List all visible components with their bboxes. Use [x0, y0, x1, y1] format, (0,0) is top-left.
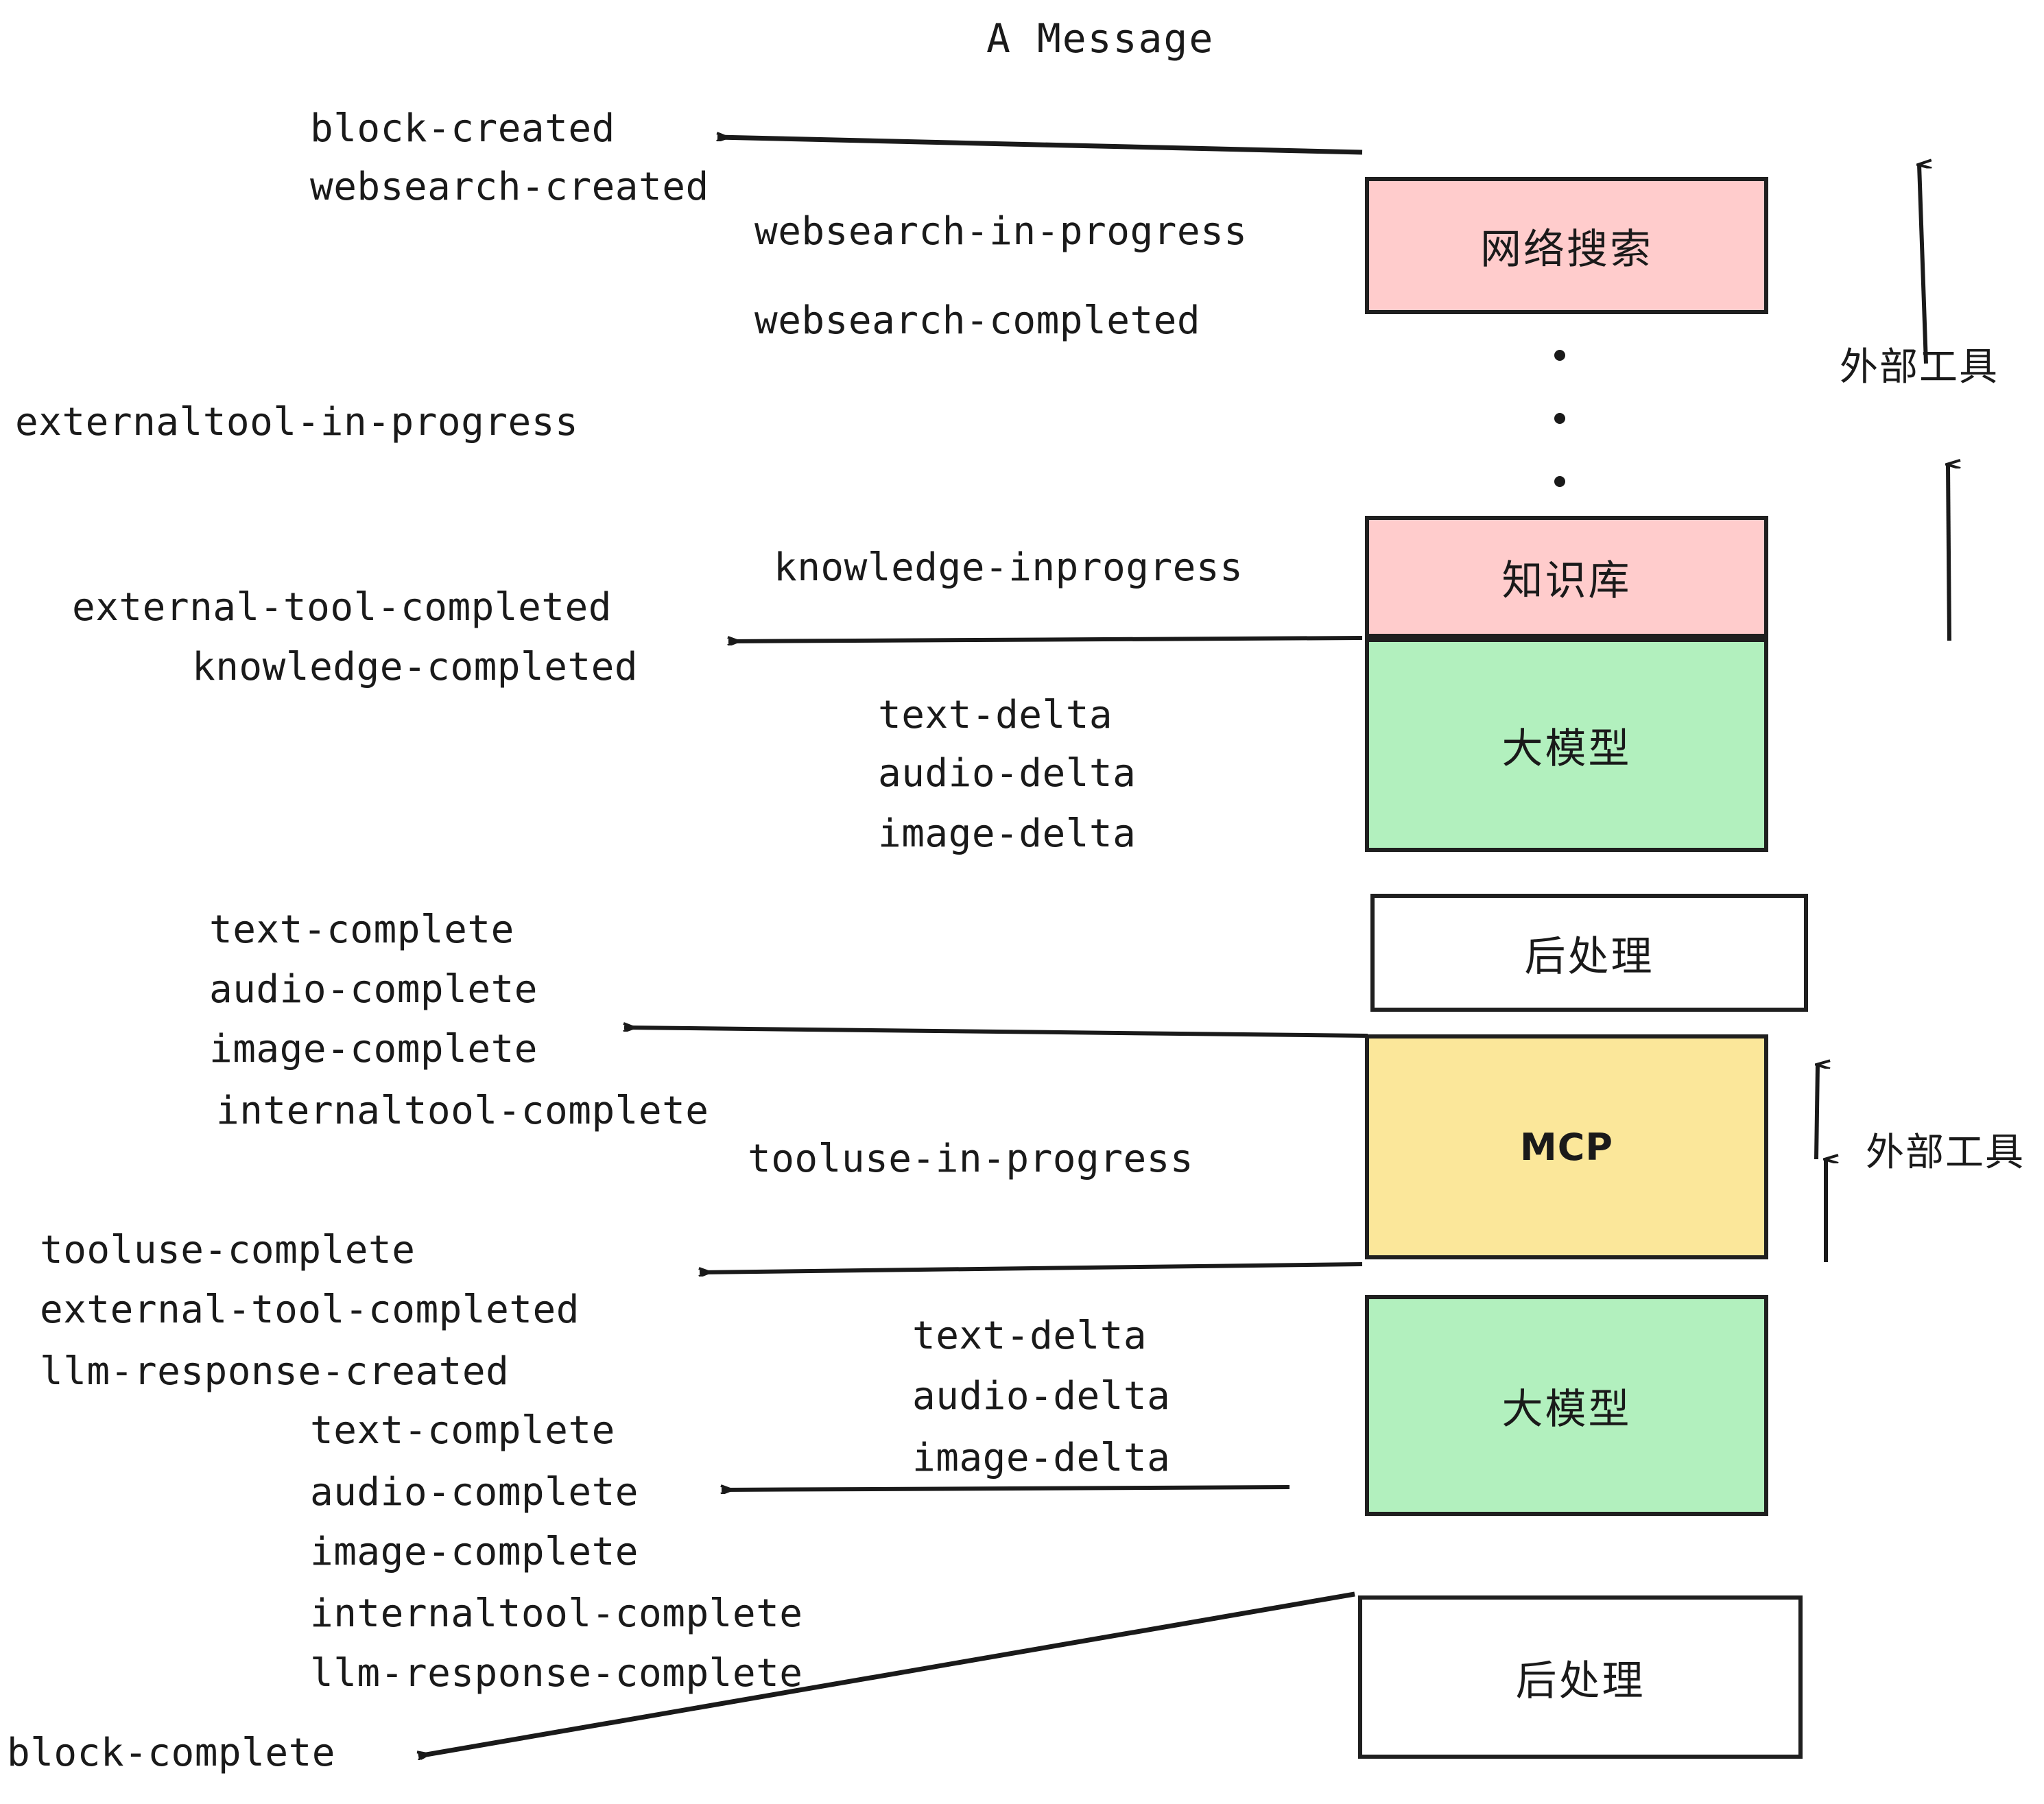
- event-label-image-delta-1: image-delta: [878, 811, 1137, 856]
- stage-box-label: 大模型: [1501, 724, 1632, 773]
- event-label-block-complete: block-complete: [7, 1731, 336, 1775]
- vertical-ellipsis-icon: [1554, 350, 1565, 487]
- arrow-knowledge-completed: [728, 636, 1363, 641]
- event-label-audio-delta-1: audio-delta: [878, 751, 1137, 796]
- stage-box-label: 知识库: [1501, 556, 1632, 605]
- stage-box-post-bottom[interactable]: 后处理: [1358, 1595, 1803, 1759]
- event-label-tooluse-in-progress: tooluse-in-progress: [748, 1137, 1194, 1181]
- event-label-external-tool-completed-1: external-tool-completed: [72, 585, 612, 630]
- bracket-external-tools-top-down: [1948, 464, 1949, 641]
- event-label-tooluse-complete: tooluse-complete: [40, 1228, 416, 1272]
- stage-box-llm-top[interactable]: 大模型: [1365, 638, 1768, 852]
- stage-box-knowledge[interactable]: 知识库: [1365, 516, 1768, 638]
- event-label-text-complete-1: text-complete: [209, 907, 514, 952]
- event-label-knowledge-inprogress: knowledge-inprogress: [774, 545, 1244, 590]
- bracket-external-tools-bottom-up: [1814, 1065, 1818, 1160]
- bracket-external-tools-top-up: [1919, 165, 1926, 364]
- event-label-websearch-completed: websearch-completed: [754, 298, 1201, 343]
- event-label-externaltool-in-progress: externaltool-in-progress: [15, 400, 579, 444]
- event-label-text-delta-2: text-delta: [912, 1314, 1148, 1358]
- event-label-websearch-created: websearch-created: [310, 165, 709, 209]
- stage-box-websearch[interactable]: 网络搜索: [1365, 177, 1768, 314]
- event-label-audio-delta-2: audio-delta: [912, 1374, 1171, 1419]
- event-label-image-complete-1: image-complete: [209, 1027, 538, 1071]
- event-label-audio-complete-2: audio-complete: [310, 1470, 639, 1515]
- arrow-tooluse-complete: [700, 1262, 1363, 1272]
- stage-box-label: 大模型: [1501, 1385, 1632, 1434]
- stage-box-llm-bottom[interactable]: 大模型: [1365, 1295, 1768, 1516]
- event-label-knowledge-completed: knowledge-completed: [192, 645, 639, 689]
- event-label-audio-complete-1: audio-complete: [209, 967, 538, 1012]
- event-label-websearch-in-progress: websearch-in-progress: [754, 209, 1248, 254]
- event-label-external-tool-completed-2: external-tool-completed: [40, 1287, 580, 1332]
- event-label-llm-response-complete: llm-response-complete: [310, 1651, 803, 1696]
- event-label-llm-response-created: llm-response-created: [40, 1349, 510, 1394]
- event-label-image-delta-2: image-delta: [912, 1436, 1171, 1480]
- page-title: A Message: [986, 15, 1215, 62]
- arrow-audio-complete-bottom: [722, 1487, 1290, 1490]
- stage-box-label: 后处理: [1515, 1657, 1645, 1705]
- bracket-label-external-tools-top: 外部工具: [1840, 345, 1999, 390]
- event-label-internaltool-complete-1: internaltool-complete: [216, 1089, 709, 1133]
- stage-box-label: MCP: [1520, 1125, 1613, 1169]
- event-label-block-created: block-created: [310, 106, 615, 151]
- event-label-text-delta-1: text-delta: [878, 693, 1113, 737]
- stage-box-mcp[interactable]: MCP: [1365, 1034, 1768, 1259]
- stage-box-post-top[interactable]: 后处理: [1370, 894, 1808, 1012]
- stage-box-label: 后处理: [1524, 932, 1654, 981]
- bracket-label-external-tools-bottom: 外部工具: [1866, 1130, 2025, 1175]
- arrow-websearch-created: [717, 137, 1363, 155]
- event-label-internaltool-complete-2: internaltool-complete: [310, 1591, 803, 1636]
- event-label-image-complete-2: image-complete: [310, 1530, 639, 1574]
- arrow-image-complete-top: [624, 1028, 1368, 1038]
- stage-box-label: 网络搜索: [1480, 225, 1653, 274]
- event-label-text-complete-2: text-complete: [310, 1408, 615, 1453]
